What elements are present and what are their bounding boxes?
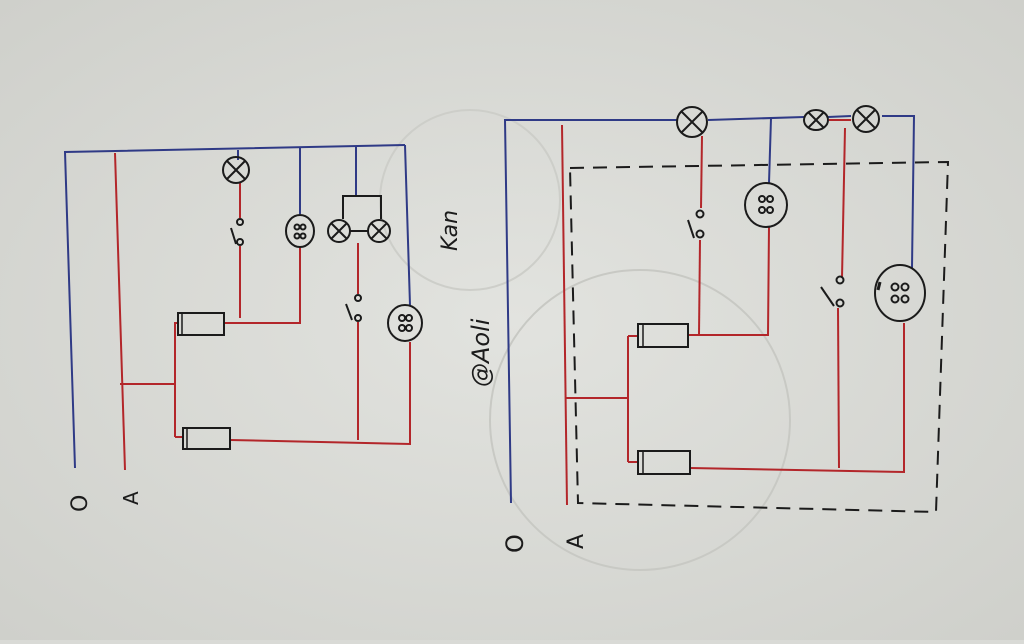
lamp-symbol xyxy=(676,106,708,138)
right-circuit-diagram: O A xyxy=(501,105,950,553)
switch-symbol xyxy=(687,209,705,239)
left-circuit-diagram: O A xyxy=(63,144,423,512)
dashed-enclosure xyxy=(568,160,950,514)
fuse-symbol xyxy=(177,312,225,336)
fuse-symbol xyxy=(182,427,231,450)
author-note: @Aoli xyxy=(467,318,495,387)
switch-symbol xyxy=(345,294,362,322)
lamp-symbol xyxy=(222,156,250,184)
switch-symbol xyxy=(230,218,244,246)
left-phase-wires xyxy=(114,152,411,471)
neutral-label: O xyxy=(501,534,529,553)
phase-label: A xyxy=(119,491,143,505)
fuse-symbol xyxy=(637,323,689,348)
socket-symbol xyxy=(285,214,315,248)
socket-symbol xyxy=(387,304,423,342)
switch-symbol xyxy=(820,275,845,308)
socket-symbol xyxy=(874,264,926,322)
right-neutral-wires xyxy=(503,115,916,504)
fuse-symbol xyxy=(637,450,691,475)
phase-label: A xyxy=(564,534,589,549)
lamp-pair-symbol xyxy=(327,195,391,243)
neutral-label: O xyxy=(68,495,93,512)
right-phase-wires xyxy=(561,119,905,506)
author-note-2: Kan xyxy=(438,210,463,251)
erased-ghost-circle xyxy=(489,269,791,571)
lamp-pair-symbol xyxy=(803,105,880,133)
socket-symbol xyxy=(744,182,788,228)
left-neutral-wires xyxy=(63,144,411,469)
